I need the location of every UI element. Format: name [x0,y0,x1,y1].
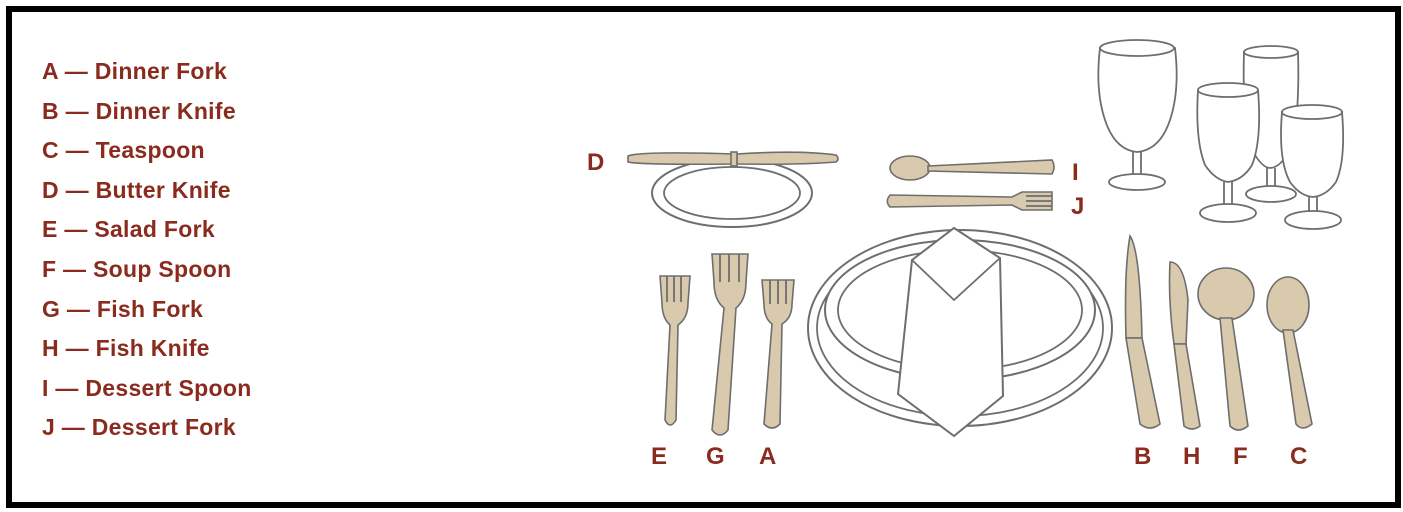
label-g: G [706,443,725,470]
salad-fork [660,276,690,425]
dessert-spoon [890,156,1054,180]
dinner-knife [1126,236,1161,428]
label-c: C [1290,443,1307,470]
fish-fork [712,254,748,435]
butter-knife [628,152,838,166]
label-h: H [1183,443,1200,470]
red-wine-glass [1197,83,1259,222]
folded-napkin [898,228,1003,436]
white-wine-glass [1281,105,1343,229]
fish-knife [1170,262,1201,429]
label-d: D [587,149,604,176]
label-i: I [1072,159,1079,186]
label-a: A [759,443,776,470]
teaspoon [1267,277,1312,428]
label-f: F [1233,443,1248,470]
dessert-fork [887,192,1052,210]
label-e: E [651,443,667,470]
label-j: J [1071,193,1084,220]
water-goblet [1098,40,1176,190]
bread-plate [652,159,812,227]
label-b: B [1134,443,1151,470]
dinner-fork [762,280,794,428]
soup-spoon [1198,268,1254,430]
